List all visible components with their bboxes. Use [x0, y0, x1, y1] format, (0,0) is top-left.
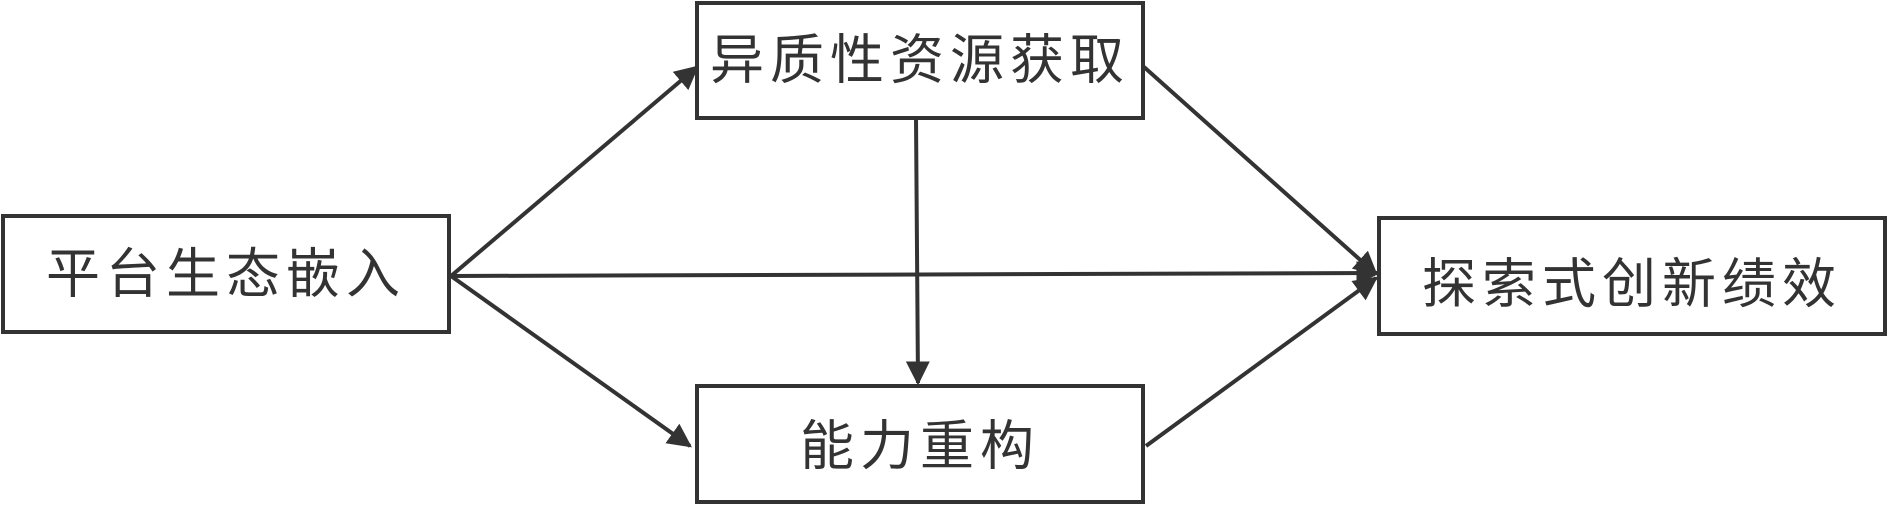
- node-box: [1, 214, 451, 334]
- arrow-capability-to-innovation: [1144, 276, 1378, 448]
- arrow-embedding-to-capability: [449, 274, 692, 448]
- node-box: [695, 384, 1145, 504]
- arrow-resource-to-capability: [905, 116, 930, 386]
- node-label: 异质性资源获取: [710, 29, 1130, 92]
- arrow-embedding-to-innovation: [450, 261, 1381, 286]
- node-box: [1377, 216, 1887, 336]
- node-heterogeneous-resource: 异质性资源获取: [695, 1, 1145, 120]
- node-exploratory-innovation: 探索式创新绩效: [1377, 216, 1887, 336]
- node-box: [695, 1, 1145, 120]
- node-label: 平台生态嵌入: [46, 243, 406, 306]
- arrow-embedding-to-resource: [449, 65, 699, 278]
- node-label: 探索式创新绩效: [1422, 253, 1842, 316]
- node-label: 能力重构: [800, 415, 1040, 478]
- node-platform-embedding: 平台生态嵌入: [1, 214, 451, 334]
- arrow-resource-to-innovation: [1142, 65, 1378, 276]
- node-capability-reconfiguration: 能力重构: [695, 384, 1145, 504]
